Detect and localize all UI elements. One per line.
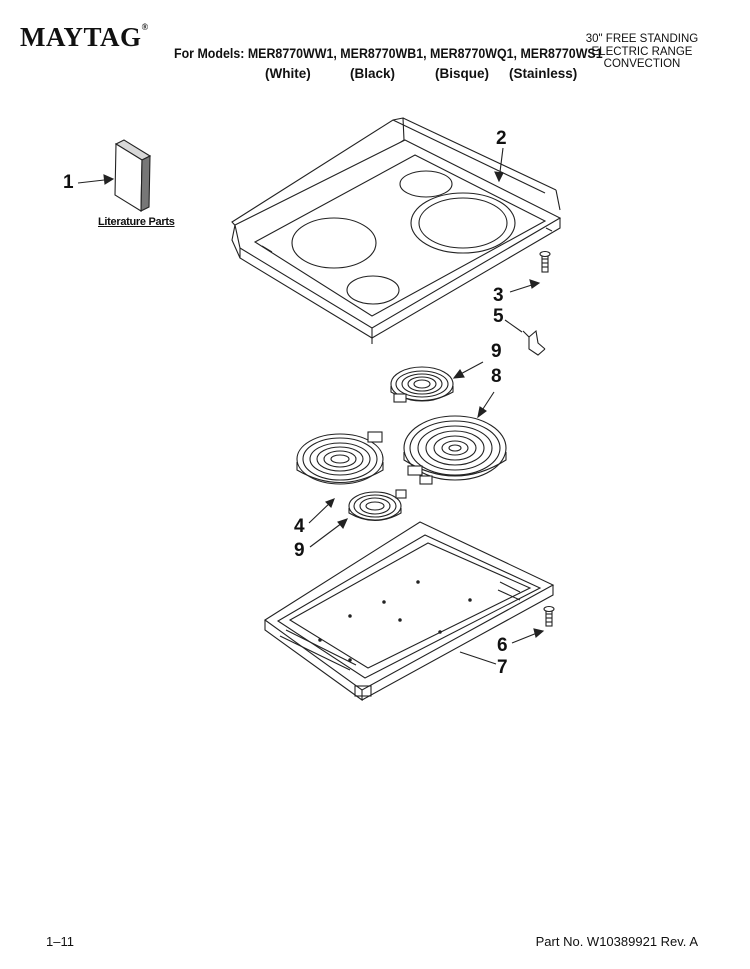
medium-element	[296, 431, 384, 485]
screw-bottom	[543, 605, 555, 627]
main-top-frame	[264, 521, 555, 702]
cooktop-assembly	[231, 117, 562, 344]
callout-7: 7	[497, 657, 508, 678]
small-element-top	[390, 366, 454, 403]
brand-logo: MAYTAG®	[20, 22, 149, 52]
callout-2: 2	[496, 128, 507, 149]
product-line-3: CONVECTION	[603, 58, 681, 70]
screw-top	[539, 250, 551, 273]
callout-8: 8	[491, 366, 502, 387]
product-line-2: ELECTRIC RANGE	[591, 45, 693, 58]
leader-5	[504, 319, 523, 333]
color-bisque: (Bisque)	[435, 66, 489, 81]
callout-5: 5	[493, 306, 504, 327]
part-number: Part No. W10389921 Rev. A	[535, 934, 698, 949]
literature-booklet	[114, 139, 152, 212]
product-line-1: 30" FREE STANDING	[585, 33, 699, 45]
small-element-bottom	[348, 489, 407, 522]
models-line: For Models: MER8770WW1, MER8770WB1, MER8…	[174, 46, 603, 61]
large-element	[403, 415, 507, 485]
callout-4: 4	[294, 516, 305, 537]
callout-3: 3	[493, 285, 504, 306]
page-number: 1–11	[46, 934, 74, 949]
callout-9-bottom: 9	[294, 540, 305, 561]
color-black: (Black)	[350, 66, 396, 81]
product-description: 30" FREE STANDING ELECTRIC RANGE CONVECT…	[582, 33, 702, 71]
callout-6: 6	[497, 635, 508, 656]
callout-9-top: 9	[491, 341, 502, 362]
bracket-clip	[522, 329, 546, 356]
callout-1: 1	[63, 172, 74, 193]
color-stainless: (Stainless)	[509, 66, 578, 81]
leader-7	[459, 651, 497, 665]
color-white: (White)	[265, 66, 311, 81]
literature-parts-label: Literature Parts	[98, 216, 175, 228]
